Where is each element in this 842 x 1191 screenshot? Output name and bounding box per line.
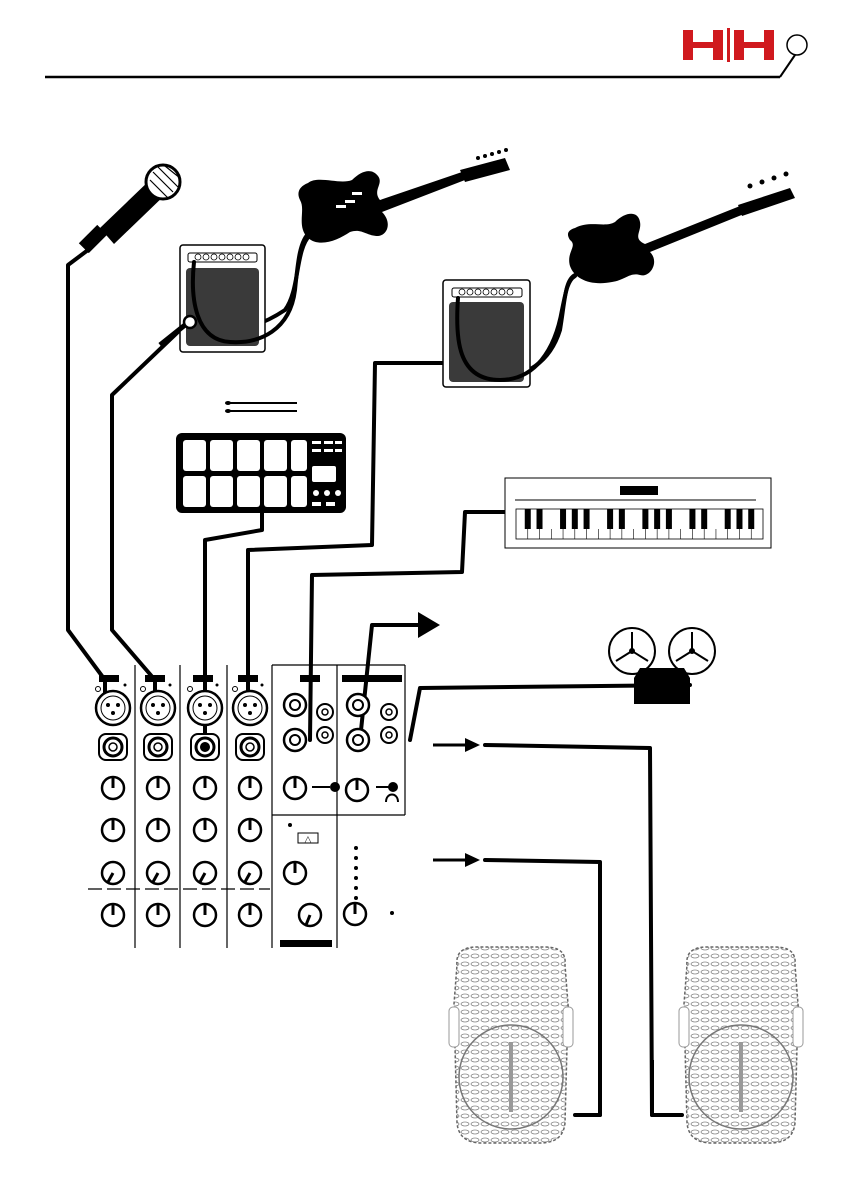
channel-knobs bbox=[102, 777, 368, 926]
drum-pad-icon bbox=[176, 401, 346, 513]
speaker-right-icon bbox=[679, 947, 803, 1143]
stereo-knob-icon[interactable] bbox=[299, 904, 321, 926]
black-key bbox=[607, 509, 613, 529]
black-key bbox=[525, 509, 531, 529]
output-arrows bbox=[418, 612, 480, 867]
channel-knob-icon[interactable] bbox=[102, 862, 124, 884]
xlr-input-icon bbox=[96, 684, 131, 726]
record-out-arrow-icon bbox=[418, 612, 440, 638]
mic-cable bbox=[68, 250, 105, 705]
channel-knob-icon[interactable] bbox=[194, 777, 216, 799]
black-key bbox=[748, 509, 754, 529]
line-jack-icon bbox=[144, 734, 172, 760]
channel-knob-icon[interactable] bbox=[239, 904, 261, 926]
main-out-right-arrow-icon bbox=[465, 738, 480, 752]
line-jacks bbox=[99, 734, 264, 760]
brand-logo: HH bbox=[683, 28, 774, 62]
warning-icon: △ bbox=[305, 835, 312, 845]
speaker-left-icon bbox=[449, 947, 573, 1143]
stereo-knob-icon[interactable] bbox=[284, 862, 306, 884]
channel-knob-icon[interactable] bbox=[102, 904, 124, 926]
bass-amp-cable bbox=[248, 363, 443, 705]
channel-knob-icon[interactable] bbox=[147, 819, 169, 841]
black-key bbox=[619, 509, 625, 529]
speakers bbox=[449, 947, 803, 1143]
electric-guitar-icon bbox=[298, 148, 510, 243]
black-key bbox=[701, 509, 707, 529]
channel-knob-icon[interactable] bbox=[102, 819, 124, 841]
line-jack-icon bbox=[236, 734, 264, 760]
channel-knob-icon[interactable] bbox=[239, 819, 261, 841]
tape-reel-icon bbox=[609, 628, 715, 704]
main-out-left-arrow-icon bbox=[465, 853, 480, 867]
xlr-input-icon bbox=[141, 684, 176, 726]
line-jack-icon bbox=[99, 734, 127, 760]
channel-knob-icon[interactable] bbox=[194, 862, 216, 884]
mixer: △ bbox=[88, 665, 405, 948]
bass-guitar-icon bbox=[568, 172, 795, 284]
guitar-amp-cable bbox=[112, 330, 180, 705]
header: HH bbox=[45, 28, 807, 77]
stereo-inputs bbox=[284, 694, 397, 751]
channel-knob-icon[interactable] bbox=[239, 862, 261, 884]
black-key bbox=[666, 509, 672, 529]
xlr-inputs bbox=[96, 684, 268, 726]
black-key bbox=[654, 509, 660, 529]
channel-knob-icon[interactable] bbox=[102, 777, 124, 799]
channel-knob-icon[interactable] bbox=[147, 862, 169, 884]
black-key bbox=[725, 509, 731, 529]
channel-knob-icon[interactable] bbox=[147, 777, 169, 799]
microphone-icon bbox=[79, 165, 180, 253]
stereo-knob-icon[interactable] bbox=[344, 903, 366, 925]
channel-knob-icon[interactable] bbox=[147, 904, 169, 926]
channel-knob-icon[interactable] bbox=[194, 819, 216, 841]
channel-knob-icon[interactable] bbox=[194, 904, 216, 926]
black-key bbox=[572, 509, 578, 529]
logo-circle-icon bbox=[787, 35, 807, 55]
channel-knob-icon[interactable] bbox=[239, 777, 261, 799]
keyboard-icon bbox=[505, 478, 771, 548]
black-key bbox=[537, 509, 543, 529]
record-out-cable bbox=[360, 625, 420, 740]
black-key bbox=[560, 509, 566, 529]
black-key bbox=[736, 509, 742, 529]
stereo-knob-icon[interactable] bbox=[346, 779, 368, 801]
black-key bbox=[689, 509, 695, 529]
black-key bbox=[584, 509, 590, 529]
black-key bbox=[642, 509, 648, 529]
stereo-knob-icon[interactable] bbox=[284, 777, 306, 799]
